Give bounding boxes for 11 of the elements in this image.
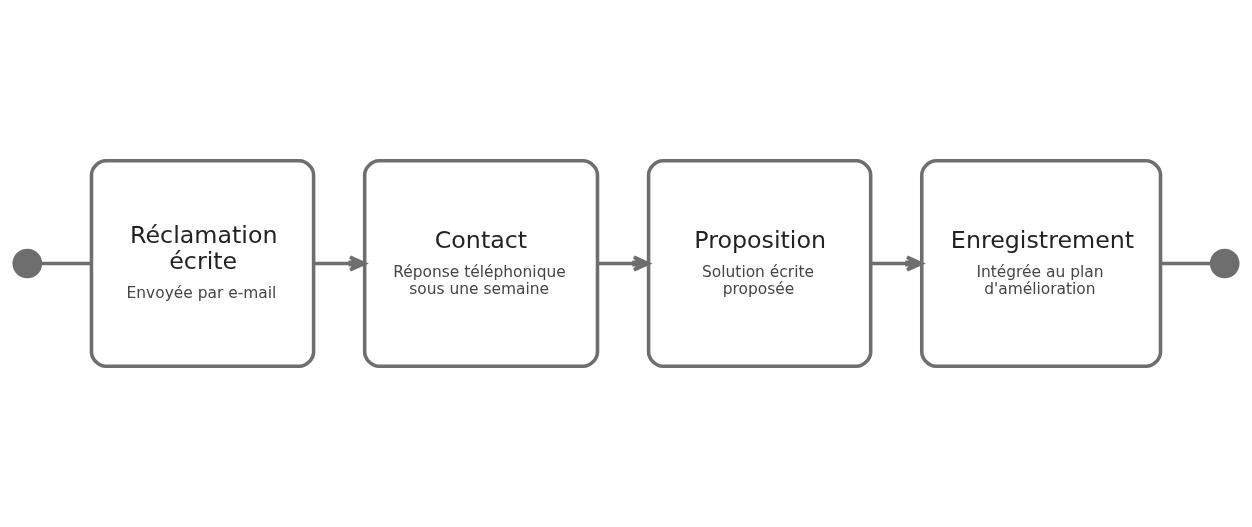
arrow (597, 255, 651, 272)
arrow (313, 255, 367, 272)
node-box: Contact Réponse téléphonique sous une semaine (362, 158, 600, 369)
arrow (870, 255, 924, 272)
node-circle (12, 248, 43, 279)
node-circle (1209, 248, 1240, 279)
connector (1160, 261, 1212, 266)
connector (40, 261, 92, 266)
node-box: Enregistrement Intégrée au plan d'amélioration (920, 158, 1163, 369)
node-box: Réclamation écrite Envoyée par e-mail (89, 158, 316, 369)
node-box: Proposition Solution écrite proposée (646, 158, 873, 369)
